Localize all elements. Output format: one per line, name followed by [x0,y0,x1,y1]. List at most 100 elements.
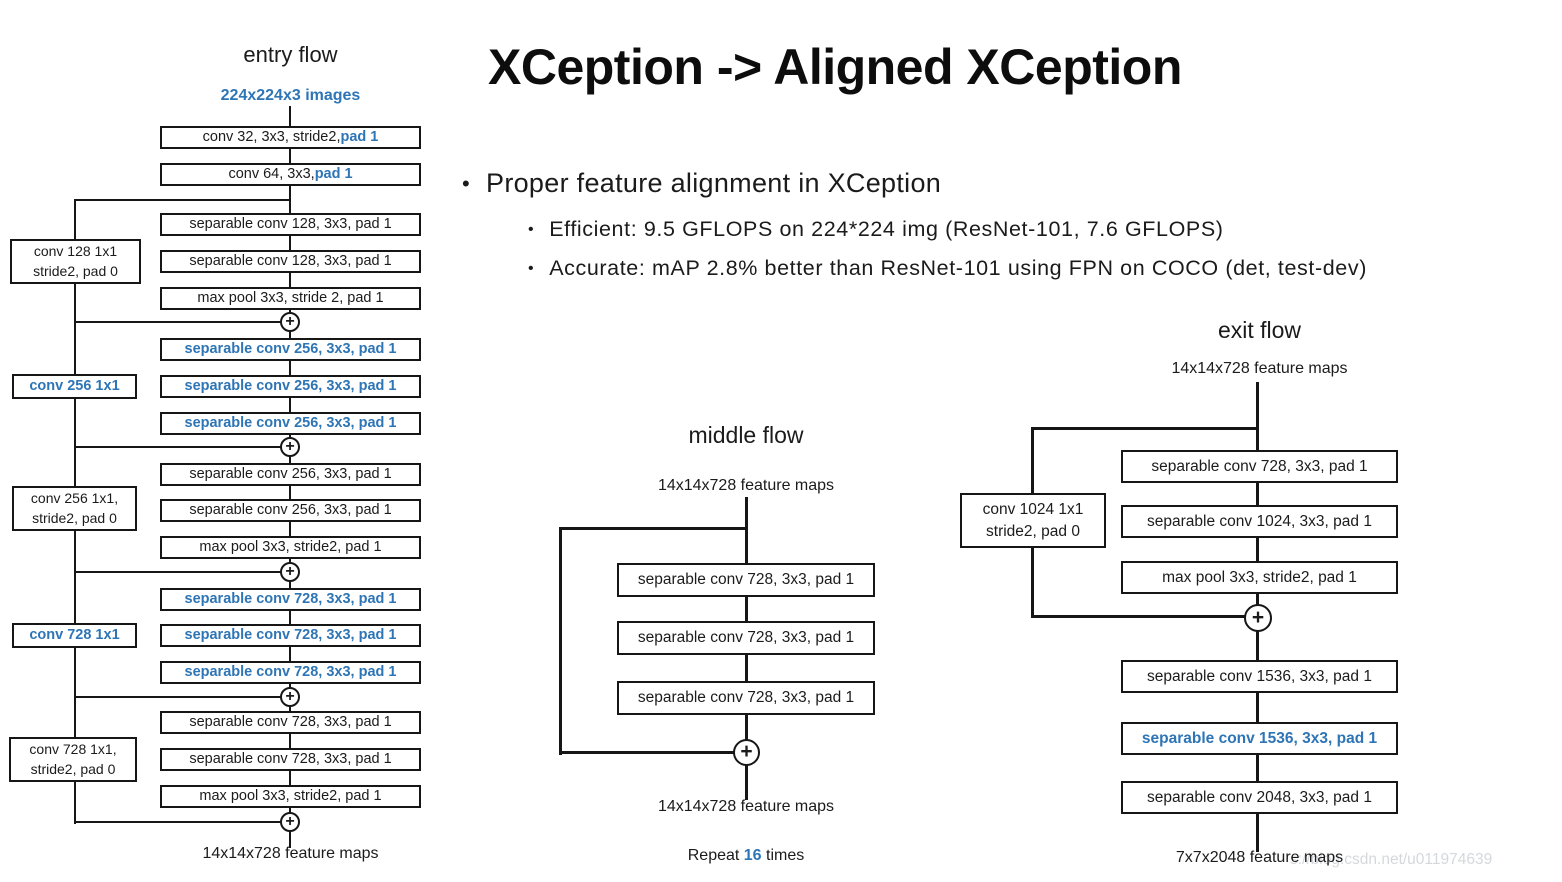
exit-flow-node: separable conv 1536, 3x3, pad 1 [1121,660,1398,693]
add-icon: + [280,437,300,457]
entry-flow-node: separable conv 256, 3x3, pad 1 [160,412,421,435]
exit-flow-node: separable conv 2048, 3x3, pad 1 [1121,781,1398,814]
middle-flow-input-label: 14x14x728 feature maps [657,477,835,494]
connector-line [75,321,291,323]
add-icon: + [280,687,300,707]
middle-flow-title: middle flow [688,422,804,448]
exit-flow-node: max pool 3x3, stride2, pad 1 [1121,561,1398,594]
bullet-icon: • [528,260,535,277]
entry-shortcut-node: conv 728 1x1, stride2, pad 0 [9,737,137,782]
connector-line [75,821,291,823]
node-label: conv 256 1x1 [29,378,120,395]
node-label: conv 128 1x1 stride2, pad 0 [33,242,118,279]
middle-flow-output-label: 14x14x728 feature maps [657,798,835,815]
middle-flow-node: separable conv 728, 3x3, pad 1 [617,681,875,715]
entry-flow-node: max pool 3x3, stride 2, pad 1 [160,287,421,310]
connector-line [75,446,291,448]
bullet-accurate: • Accurate: mAP 2.8% better than ResNet-… [528,256,1367,281]
exit-flow-title: exit flow [1217,317,1302,343]
entry-shortcut-node: conv 128 1x1 stride2, pad 0 [10,239,141,284]
repeat-suffix: times [766,847,805,864]
connector-line [1031,615,1246,618]
entry-flow-node: separable conv 728, 3x3, pad 1 [160,588,421,611]
add-icon: + [733,739,760,766]
bullet-icon: • [528,221,535,238]
exit-flow-node: separable conv 728, 3x3, pad 1 [1121,450,1398,483]
exit-flow-output-label: 7x7x2048 feature maps [1175,849,1344,866]
repeat-count: 16 [743,847,762,864]
node-label: separable conv 128, 3x3, pad 1 [189,253,392,270]
entry-flow-node: separable conv 128, 3x3, pad 1 [160,213,421,236]
node-label: separable conv 2048, 3x3, pad 1 [1147,788,1372,806]
entry-flow-node: max pool 3x3, stride2, pad 1 [160,785,421,808]
entry-flow-input-label: 224x224x3 images [220,87,361,104]
exit-flow-node: separable conv 1024, 3x3, pad 1 [1121,505,1398,538]
connector-line [559,751,736,754]
entry-flow-title: entry flow [243,42,338,67]
entry-flow-node: separable conv 256, 3x3, pad 1 [160,463,421,486]
node-label-highlight: separable conv 728, 3x3, pad 1 [184,591,397,608]
entry-shortcut-node: conv 256 1x1, stride2, pad 0 [12,486,137,531]
entry-shortcut-node: conv 256 1x1 [12,374,137,399]
node-label: separable conv 728, 3x3, pad 1 [1151,457,1368,475]
node-label-highlight: separable conv 256, 3x3, pad 1 [184,378,397,395]
node-label-highlight: pad 1 [340,129,379,146]
node-label: separable conv 728, 3x3, pad 1 [189,751,392,768]
node-label: max pool 3x3, stride 2, pad 1 [197,290,384,307]
slide-title: XCeption -> Aligned XCeption [488,39,1182,95]
bullet-main: • Proper feature alignment in XCeption [462,168,941,199]
repeat-prefix: Repeat [687,847,740,864]
connector-line [1031,427,1259,430]
entry-flow-node: conv 32, 3x3, stride2, pad 1 [160,126,421,149]
middle-flow-node: separable conv 728, 3x3, pad 1 [617,621,875,655]
connector-line [559,527,562,755]
node-label: separable conv 256, 3x3, pad 1 [189,502,392,519]
exit-flow-node: separable conv 1536, 3x3, pad 1 [1121,722,1398,755]
watermark-text: s://blog.csdn.net/u011974639 [1290,851,1493,868]
add-icon: + [280,312,300,332]
entry-shortcut-node: conv 728 1x1 [12,623,137,648]
node-label-highlight: separable conv 256, 3x3, pad 1 [184,341,397,358]
add-icon: + [280,562,300,582]
entry-flow-node: separable conv 256, 3x3, pad 1 [160,375,421,398]
entry-flow-node: separable conv 256, 3x3, pad 1 [160,338,421,361]
entry-flow-node: conv 64, 3x3, pad 1 [160,163,421,186]
node-label: separable conv 1536, 3x3, pad 1 [1147,667,1372,685]
add-icon: + [280,812,300,832]
node-label: separable conv 256, 3x3, pad 1 [189,466,392,483]
middle-flow-node: separable conv 728, 3x3, pad 1 [617,563,875,597]
exit-shortcut-node: conv 1024 1x1 stride2, pad 0 [960,493,1106,548]
entry-flow-node: max pool 3x3, stride2, pad 1 [160,536,421,559]
entry-flow-node: separable conv 256, 3x3, pad 1 [160,499,421,522]
node-label: max pool 3x3, stride2, pad 1 [199,788,382,805]
node-label: conv 32, 3x3, stride2, [202,129,341,146]
node-label: conv 64, 3x3, [228,166,315,183]
entry-flow-node: separable conv 728, 3x3, pad 1 [160,661,421,684]
bullet-main-text: Proper feature alignment in XCeption [486,168,942,198]
node-label: separable conv 728, 3x3, pad 1 [189,714,392,731]
node-label: conv 256 1x1, stride2, pad 0 [30,489,119,526]
connector-line [75,571,291,573]
add-icon: + [1244,604,1272,632]
bullet-efficient-text: Efficient: 9.5 GFLOPS on 224*224 img (Re… [549,217,1224,241]
bullet-efficient: • Efficient: 9.5 GFLOPS on 224*224 img (… [528,217,1224,242]
node-label-highlight: separable conv 728, 3x3, pad 1 [184,627,397,644]
bullet-accurate-text: Accurate: mAP 2.8% better than ResNet-10… [549,256,1367,280]
node-label: conv 728 1x1 [29,627,120,644]
exit-flow-input-label: 14x14x728 feature maps [1171,360,1348,377]
middle-flow-repeat-label: Repeat 16 times [615,847,877,865]
entry-flow-node: separable conv 128, 3x3, pad 1 [160,250,421,273]
connector-line [559,527,748,530]
node-label: conv 728 1x1, stride2, pad 0 [29,740,117,777]
node-label-highlight: separable conv 1536, 3x3, pad 1 [1141,729,1378,747]
entry-flow-node: separable conv 728, 3x3, pad 1 [160,624,421,647]
node-label-highlight: separable conv 256, 3x3, pad 1 [184,415,397,432]
node-label: max pool 3x3, stride2, pad 1 [199,539,382,556]
node-label: conv 1024 1x1 stride2, pad 0 [982,500,1084,540]
node-label-highlight: separable conv 728, 3x3, pad 1 [184,664,397,681]
node-label-highlight: pad 1 [314,166,353,183]
entry-flow-node: separable conv 728, 3x3, pad 1 [160,711,421,734]
node-label: max pool 3x3, stride2, pad 1 [1162,568,1357,586]
node-label: separable conv 128, 3x3, pad 1 [189,216,392,233]
